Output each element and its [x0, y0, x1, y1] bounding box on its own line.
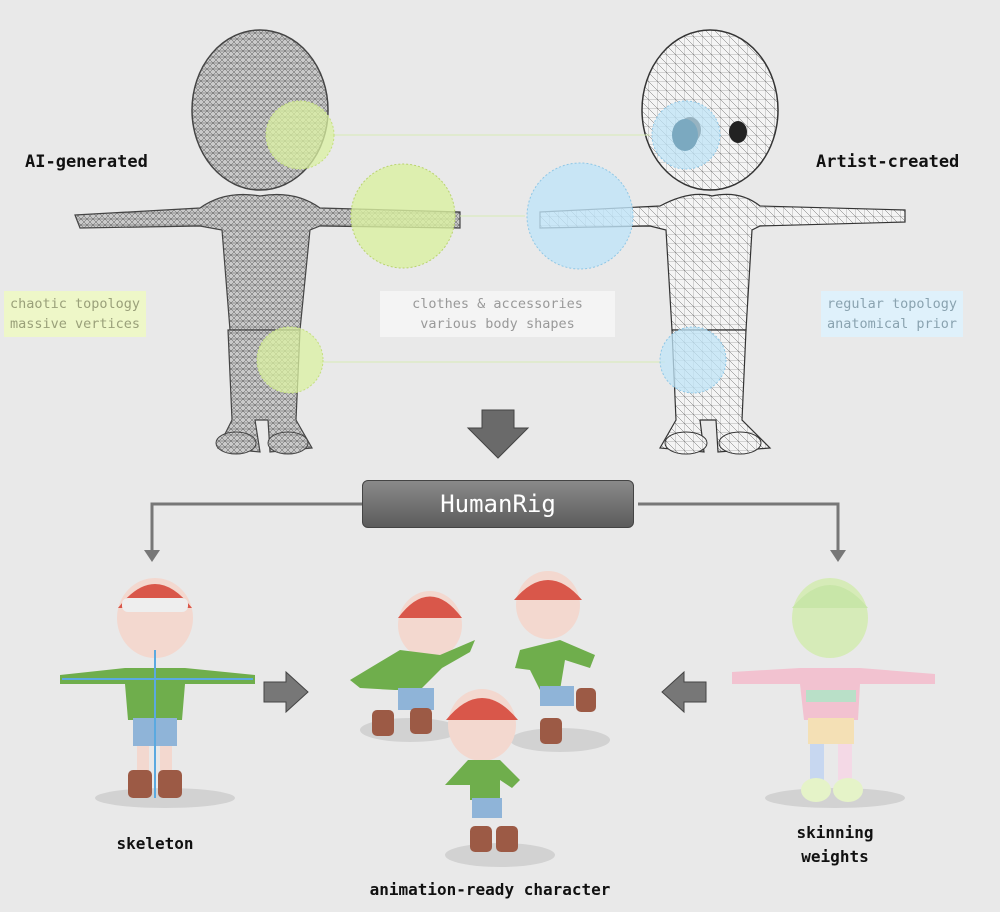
zoom-circles-blue — [526, 100, 727, 394]
animated-character-3 — [445, 689, 555, 867]
skinning-weights-label: skinning weights — [796, 823, 874, 866]
chaotic-topology-tag: chaotic topology massive vertices — [4, 291, 147, 337]
humanrig-box: HumanRig — [362, 480, 634, 528]
animation-ready-label: animation-ready character — [369, 880, 611, 899]
connector-lines — [320, 134, 665, 363]
skinning-weights-character — [732, 578, 935, 808]
left-arrow-icon — [661, 670, 707, 714]
skeleton-label: skeleton — [116, 834, 194, 853]
down-arrow-icon — [466, 409, 530, 459]
ai-generated-label: AI-generated — [25, 152, 148, 172]
right-arrow-icon — [263, 670, 309, 714]
zoom-circles-green — [256, 100, 456, 394]
animated-character-2 — [510, 571, 610, 752]
animated-character-1 — [350, 591, 475, 742]
regular-topology-tag: regular topology anatomical prior — [821, 291, 964, 337]
arrow-head-left-icon — [144, 550, 160, 562]
artist-created-label: Artist-created — [816, 152, 960, 172]
skeleton-character — [60, 578, 255, 808]
clothes-accessories-tag: clothes & accessories various body shape… — [380, 291, 615, 337]
branch-arrows — [150, 502, 840, 556]
arrow-head-right-icon — [830, 550, 846, 562]
